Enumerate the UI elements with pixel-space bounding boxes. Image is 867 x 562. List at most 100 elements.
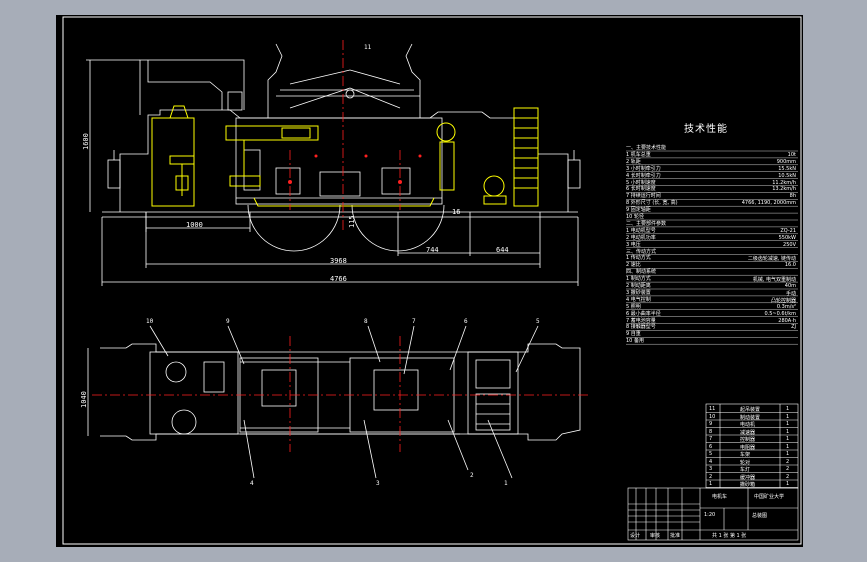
parts-cell-qty: 1 bbox=[786, 413, 790, 420]
dim-16: 16 bbox=[452, 208, 461, 216]
spec-value: 900mm bbox=[776, 158, 796, 165]
spec-value: 手动 bbox=[785, 290, 796, 297]
spec-value: 4766, 1190, 2000mm bbox=[741, 200, 796, 207]
callout-9: 9 bbox=[226, 318, 230, 325]
spec-line: 2 电动机功率 bbox=[626, 234, 656, 241]
spec-value: 10.5kN bbox=[778, 172, 796, 179]
callout-7: 7 bbox=[412, 318, 416, 325]
parts-cell-qty: 2 bbox=[786, 458, 790, 465]
spec-line: 8 接触器型号 bbox=[626, 324, 656, 331]
title-approved: 批准 bbox=[670, 533, 681, 539]
dim-1040: 1040 bbox=[80, 391, 88, 408]
spec-line: 1 传动方式 bbox=[626, 255, 651, 262]
spec-line: 1 电动机型号 bbox=[626, 227, 656, 234]
spec-value: 0.5~0.6t/km bbox=[764, 310, 796, 317]
title-product: 电机车 bbox=[712, 494, 728, 500]
spec-value: 280A·h bbox=[778, 317, 796, 324]
spec-value: 40m bbox=[784, 283, 796, 289]
spec-line: 6 最小曲率半径 bbox=[626, 310, 661, 317]
parts-cell-no: 5 bbox=[709, 451, 713, 457]
plan-view bbox=[87, 325, 581, 479]
callout-8: 8 bbox=[364, 318, 368, 325]
parts-cell-qty: 1 bbox=[786, 443, 790, 450]
parts-cell-name: 控制器 bbox=[740, 437, 756, 443]
parts-cell-name: 撒砂箱 bbox=[740, 482, 756, 488]
parts-cell-no: 1 bbox=[709, 481, 713, 487]
spec-line: 1 机车总重 bbox=[626, 151, 651, 158]
spec-line: 四、制动系统 bbox=[626, 269, 657, 276]
drawing-frame bbox=[62, 16, 802, 545]
parts-cell-no: 8 bbox=[709, 428, 713, 435]
spec-value: 8h bbox=[789, 193, 796, 200]
spec-line: 3 电压 bbox=[626, 241, 641, 248]
parts-cell-qty: 1 bbox=[786, 451, 790, 457]
dim-744: 744 bbox=[426, 246, 439, 254]
parts-cell-name: 减速器 bbox=[740, 429, 756, 436]
spec-line: 一、主要技术性能 bbox=[626, 145, 667, 151]
red-markers bbox=[288, 154, 422, 184]
callout-1: 1 bbox=[504, 480, 508, 487]
parts-cell-qty: 1 bbox=[786, 481, 790, 487]
yellow-components bbox=[151, 105, 539, 207]
parts-cell-qty: 1 bbox=[786, 436, 790, 442]
spec-value: 二级齿轮减速, 链传动 bbox=[747, 256, 796, 263]
spec-line: 2 制动距离 bbox=[626, 283, 651, 289]
specs-title: 技术性能 bbox=[684, 124, 728, 135]
spec-line: 3 小时制牵引力 bbox=[626, 165, 661, 172]
callout-5: 5 bbox=[536, 318, 540, 325]
spec-line: 1 制动方式 bbox=[626, 276, 651, 283]
spec-line: 2 速比 bbox=[626, 262, 641, 269]
spec-value: 13.2km/h bbox=[772, 186, 796, 193]
parts-cell-no: 4 bbox=[709, 458, 713, 465]
spec-value: 250V bbox=[783, 241, 796, 248]
parts-cell-name: 车灯 bbox=[740, 467, 751, 473]
dim-115: 115 bbox=[348, 215, 356, 228]
parts-cell-qty: 1 bbox=[786, 406, 790, 412]
callout-11: 11 bbox=[364, 44, 372, 51]
parts-cell-no: 7 bbox=[709, 436, 713, 442]
centerlines-front bbox=[289, 40, 401, 230]
spec-value: 550kW bbox=[778, 234, 796, 241]
spec-line: 二、主要部件参数 bbox=[626, 220, 667, 227]
spec-line: 6 长时制速度 bbox=[626, 186, 656, 193]
spec-value: 10t bbox=[787, 151, 796, 158]
side-elevation-view bbox=[86, 43, 581, 286]
dim-1600: 1600 bbox=[82, 133, 90, 150]
spec-line: 2 轨距 bbox=[626, 158, 641, 165]
centerlines-plan bbox=[92, 336, 588, 452]
spec-line: 三、传动方式 bbox=[626, 248, 657, 255]
spec-line: 10 轮径 bbox=[626, 214, 644, 220]
parts-cell-no: 11 bbox=[709, 406, 716, 412]
parts-cell-name: 电动机 bbox=[740, 422, 756, 428]
spec-value: 11.2km/h bbox=[772, 179, 796, 186]
parts-cell-no: 9 bbox=[709, 421, 713, 427]
parts-cell-qty: 1 bbox=[786, 421, 790, 427]
callout-3: 3 bbox=[376, 480, 380, 487]
parts-cell-no: 6 bbox=[709, 443, 713, 450]
callout-6: 6 bbox=[464, 318, 468, 325]
dim-1000: 1000 bbox=[186, 221, 203, 229]
spec-leader-lines bbox=[626, 150, 798, 345]
title-drawing-name: 总装图 bbox=[752, 513, 768, 519]
parts-cell-no: 3 bbox=[709, 466, 713, 472]
spec-line: 8 外形尺寸 (长, 宽, 高) bbox=[626, 200, 678, 207]
spec-line: 4 长时制牵引力 bbox=[626, 172, 661, 179]
spec-value: ZQ-21 bbox=[780, 227, 796, 234]
parts-cell-name: 起吊装置 bbox=[740, 407, 761, 413]
parts-cell-qty: 1 bbox=[786, 428, 790, 435]
callout-2: 2 bbox=[470, 472, 474, 479]
parts-cell-name: 制动装置 bbox=[740, 414, 761, 421]
spec-line: 9 自重 bbox=[626, 331, 641, 338]
parts-cell-name: 缓冲器 bbox=[740, 474, 756, 481]
callout-4: 4 bbox=[250, 480, 254, 487]
title-drawn: 设计 bbox=[630, 533, 641, 539]
spec-line: 7 持续运行时间 bbox=[626, 193, 661, 200]
spec-value: ZJ bbox=[791, 324, 796, 331]
dim-3968: 3968 bbox=[330, 257, 347, 265]
parts-cell-name: 电阻器 bbox=[740, 444, 756, 451]
title-school: 中国矿业大学 bbox=[754, 494, 785, 500]
spec-value: 机械, 电气双重制动 bbox=[752, 277, 796, 284]
spec-line: 3 撒砂装置 bbox=[626, 289, 651, 296]
